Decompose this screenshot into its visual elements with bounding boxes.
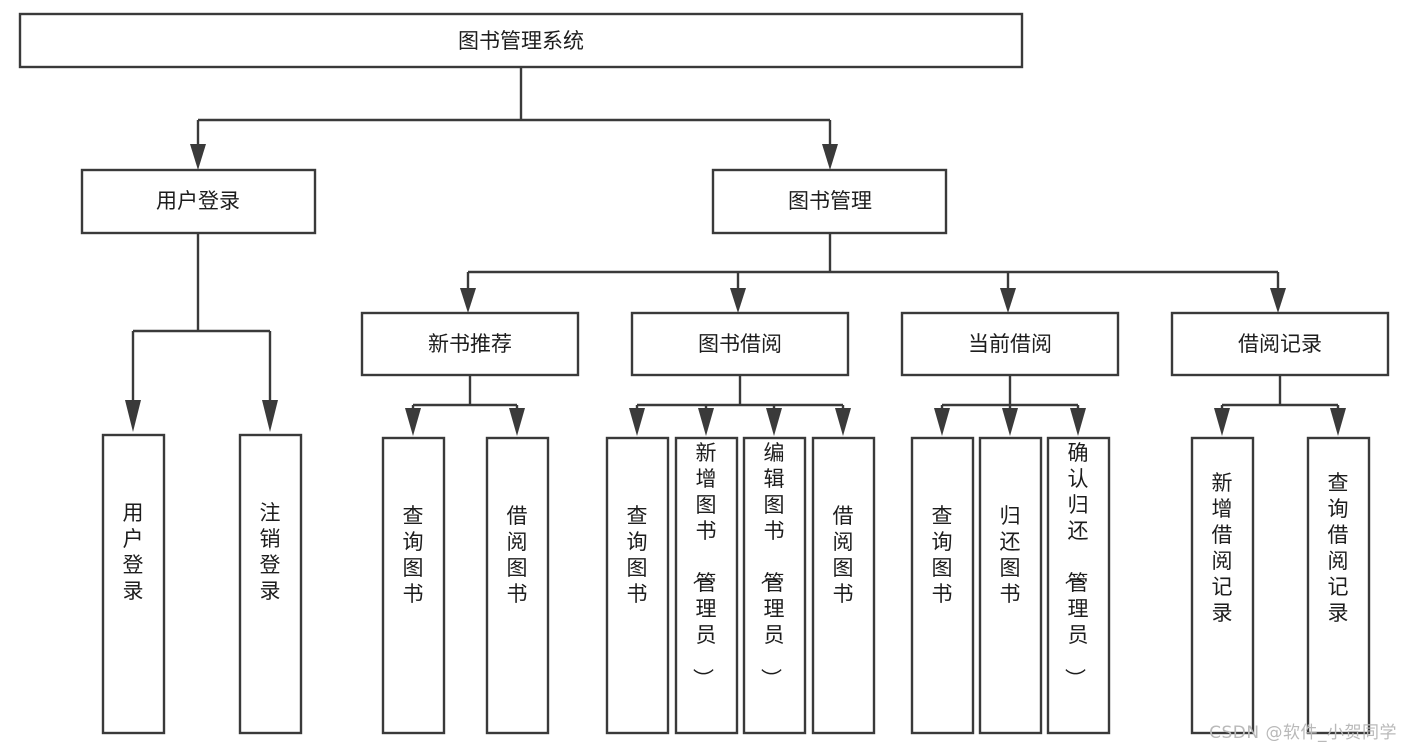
node-user-login[interactable]: 用户登录 — [80, 168, 317, 235]
node-current-borrow-label: 当前借阅 — [968, 332, 1052, 356]
leaf-currentborrow-query-book-box[interactable] — [910, 436, 975, 735]
node-book-borrow-box[interactable] — [630, 311, 850, 377]
node-borrow-record-box[interactable] — [1170, 311, 1390, 377]
leaf-newbook-query-book-label: 查询图书 — [403, 504, 424, 606]
leaf-bookborrow-edit-book-box[interactable] — [742, 436, 807, 735]
arrow-to-borrow-record — [1270, 288, 1286, 313]
arrow-to-newbook-leaf-1 — [405, 408, 421, 436]
leaf-bookborrow-query-book[interactable]: 查询图书 — [605, 436, 670, 735]
leaf-user-login[interactable]: 用户登录 — [101, 433, 166, 735]
arrow-to-bookborrow-leaf-2 — [698, 408, 714, 436]
node-root[interactable]: 图书管理系统 — [18, 12, 1024, 69]
leaf-borrowrecord-query-record-label: 查询借阅记录 — [1328, 471, 1349, 625]
leaf-newbook-query-book[interactable]: 查询图书 — [381, 436, 446, 735]
leaf-borrowrecord-add-record-box[interactable] — [1190, 436, 1255, 735]
node-new-book-recommend-box[interactable] — [360, 311, 580, 377]
leaf-currentborrow-return-book-box[interactable] — [978, 436, 1043, 735]
leaf-currentborrow-confirm-return-label: 确认归还（管理员） — [1063, 441, 1089, 689]
leaf-currentborrow-query-book-label: 查询图书 — [932, 504, 953, 606]
leaf-newbook-borrow-book-box[interactable] — [485, 436, 550, 735]
node-book-borrow[interactable]: 图书借阅 — [630, 311, 850, 377]
arrow-to-bookborrow-leaf-4 — [835, 408, 851, 436]
leaf-currentborrow-query-book[interactable]: 查询图书 — [910, 436, 975, 735]
arrow-to-leaf-logout — [262, 400, 278, 432]
arrow-to-bookborrow-leaf-1 — [629, 408, 645, 436]
leaf-currentborrow-return-book-label: 归还图书 — [1000, 504, 1021, 606]
node-borrow-record-label: 借阅记录 — [1238, 332, 1322, 356]
node-new-book-recommend[interactable]: 新书推荐 — [360, 311, 580, 377]
leaf-user-login-label: 用户登录 — [123, 501, 144, 603]
arrow-to-book-manage — [822, 144, 838, 170]
arrow-to-borrowrecord-leaf-1 — [1214, 408, 1230, 436]
leaf-currentborrow-confirm-return-box[interactable] — [1046, 436, 1111, 735]
leaf-borrowrecord-query-record[interactable]: 查询借阅记录 — [1306, 436, 1371, 735]
arrow-to-current-borrow — [1000, 288, 1016, 313]
arrow-to-book-borrow — [730, 288, 746, 313]
leaf-newbook-borrow-book-label: 借阅图书 — [507, 504, 528, 606]
leaf-logout-box[interactable] — [238, 433, 303, 735]
leaf-bookborrow-add-book[interactable]: 新增图书（管理员） — [674, 436, 739, 735]
leaf-newbook-query-book-box[interactable] — [381, 436, 446, 735]
arrow-to-currentborrow-leaf-1 — [934, 408, 950, 436]
leaf-logout[interactable]: 注销登录 — [238, 433, 303, 735]
arrow-to-new-book-recommend — [460, 288, 476, 313]
leaf-bookborrow-query-book-box[interactable] — [605, 436, 670, 735]
arrow-to-leaf-user-login — [125, 400, 141, 432]
arrow-to-currentborrow-leaf-2 — [1002, 408, 1018, 436]
arrow-to-newbook-leaf-2 — [509, 408, 525, 436]
leaf-bookborrow-borrow-book-label: 借阅图书 — [833, 504, 854, 606]
leaf-logout-label: 注销登录 — [260, 501, 281, 603]
leaf-bookborrow-borrow-book[interactable]: 借阅图书 — [811, 436, 876, 735]
node-root-label: 图书管理系统 — [458, 29, 584, 53]
node-current-borrow[interactable]: 当前借阅 — [900, 311, 1120, 377]
node-new-book-recommend-label: 新书推荐 — [428, 332, 512, 356]
node-book-borrow-label: 图书借阅 — [698, 332, 782, 356]
arrow-to-bookborrow-leaf-3 — [766, 408, 782, 436]
arrow-to-currentborrow-leaf-3 — [1070, 408, 1086, 436]
leaf-bookborrow-borrow-book-box[interactable] — [811, 436, 876, 735]
leaf-currentborrow-confirm-return[interactable]: 确认归还（管理员） — [1046, 436, 1111, 735]
leaf-borrowrecord-add-record[interactable]: 新增借阅记录 — [1190, 436, 1255, 735]
node-current-borrow-box[interactable] — [900, 311, 1120, 377]
leaf-bookborrow-query-book-label: 查询图书 — [627, 504, 648, 606]
arrow-to-user-login — [190, 144, 206, 170]
leaf-currentborrow-return-book[interactable]: 归还图书 — [978, 436, 1043, 735]
node-book-manage[interactable]: 图书管理 — [711, 168, 948, 235]
leaf-borrowrecord-add-record-label: 新增借阅记录 — [1212, 471, 1233, 625]
node-user-login-label: 用户登录 — [156, 189, 240, 213]
leaf-user-login-box[interactable] — [101, 433, 166, 735]
node-root-box[interactable] — [18, 12, 1024, 69]
leaf-borrowrecord-query-record-box[interactable] — [1306, 436, 1371, 735]
arrow-to-borrowrecord-leaf-2 — [1330, 408, 1346, 436]
connector-layer — [125, 67, 1346, 436]
node-user-login-box[interactable] — [80, 168, 317, 235]
leaf-bookborrow-edit-book-label: 编辑图书（管理员） — [759, 441, 785, 689]
node-borrow-record[interactable]: 借阅记录 — [1170, 311, 1390, 377]
leaf-bookborrow-edit-book[interactable]: 编辑图书（管理员） — [742, 436, 807, 735]
leaf-newbook-borrow-book[interactable]: 借阅图书 — [485, 436, 550, 735]
node-book-manage-box[interactable] — [711, 168, 948, 235]
leaf-bookborrow-add-book-box[interactable] — [674, 436, 739, 735]
node-book-manage-label: 图书管理 — [788, 189, 872, 213]
leaf-bookborrow-add-book-label: 新增图书（管理员） — [691, 441, 717, 689]
